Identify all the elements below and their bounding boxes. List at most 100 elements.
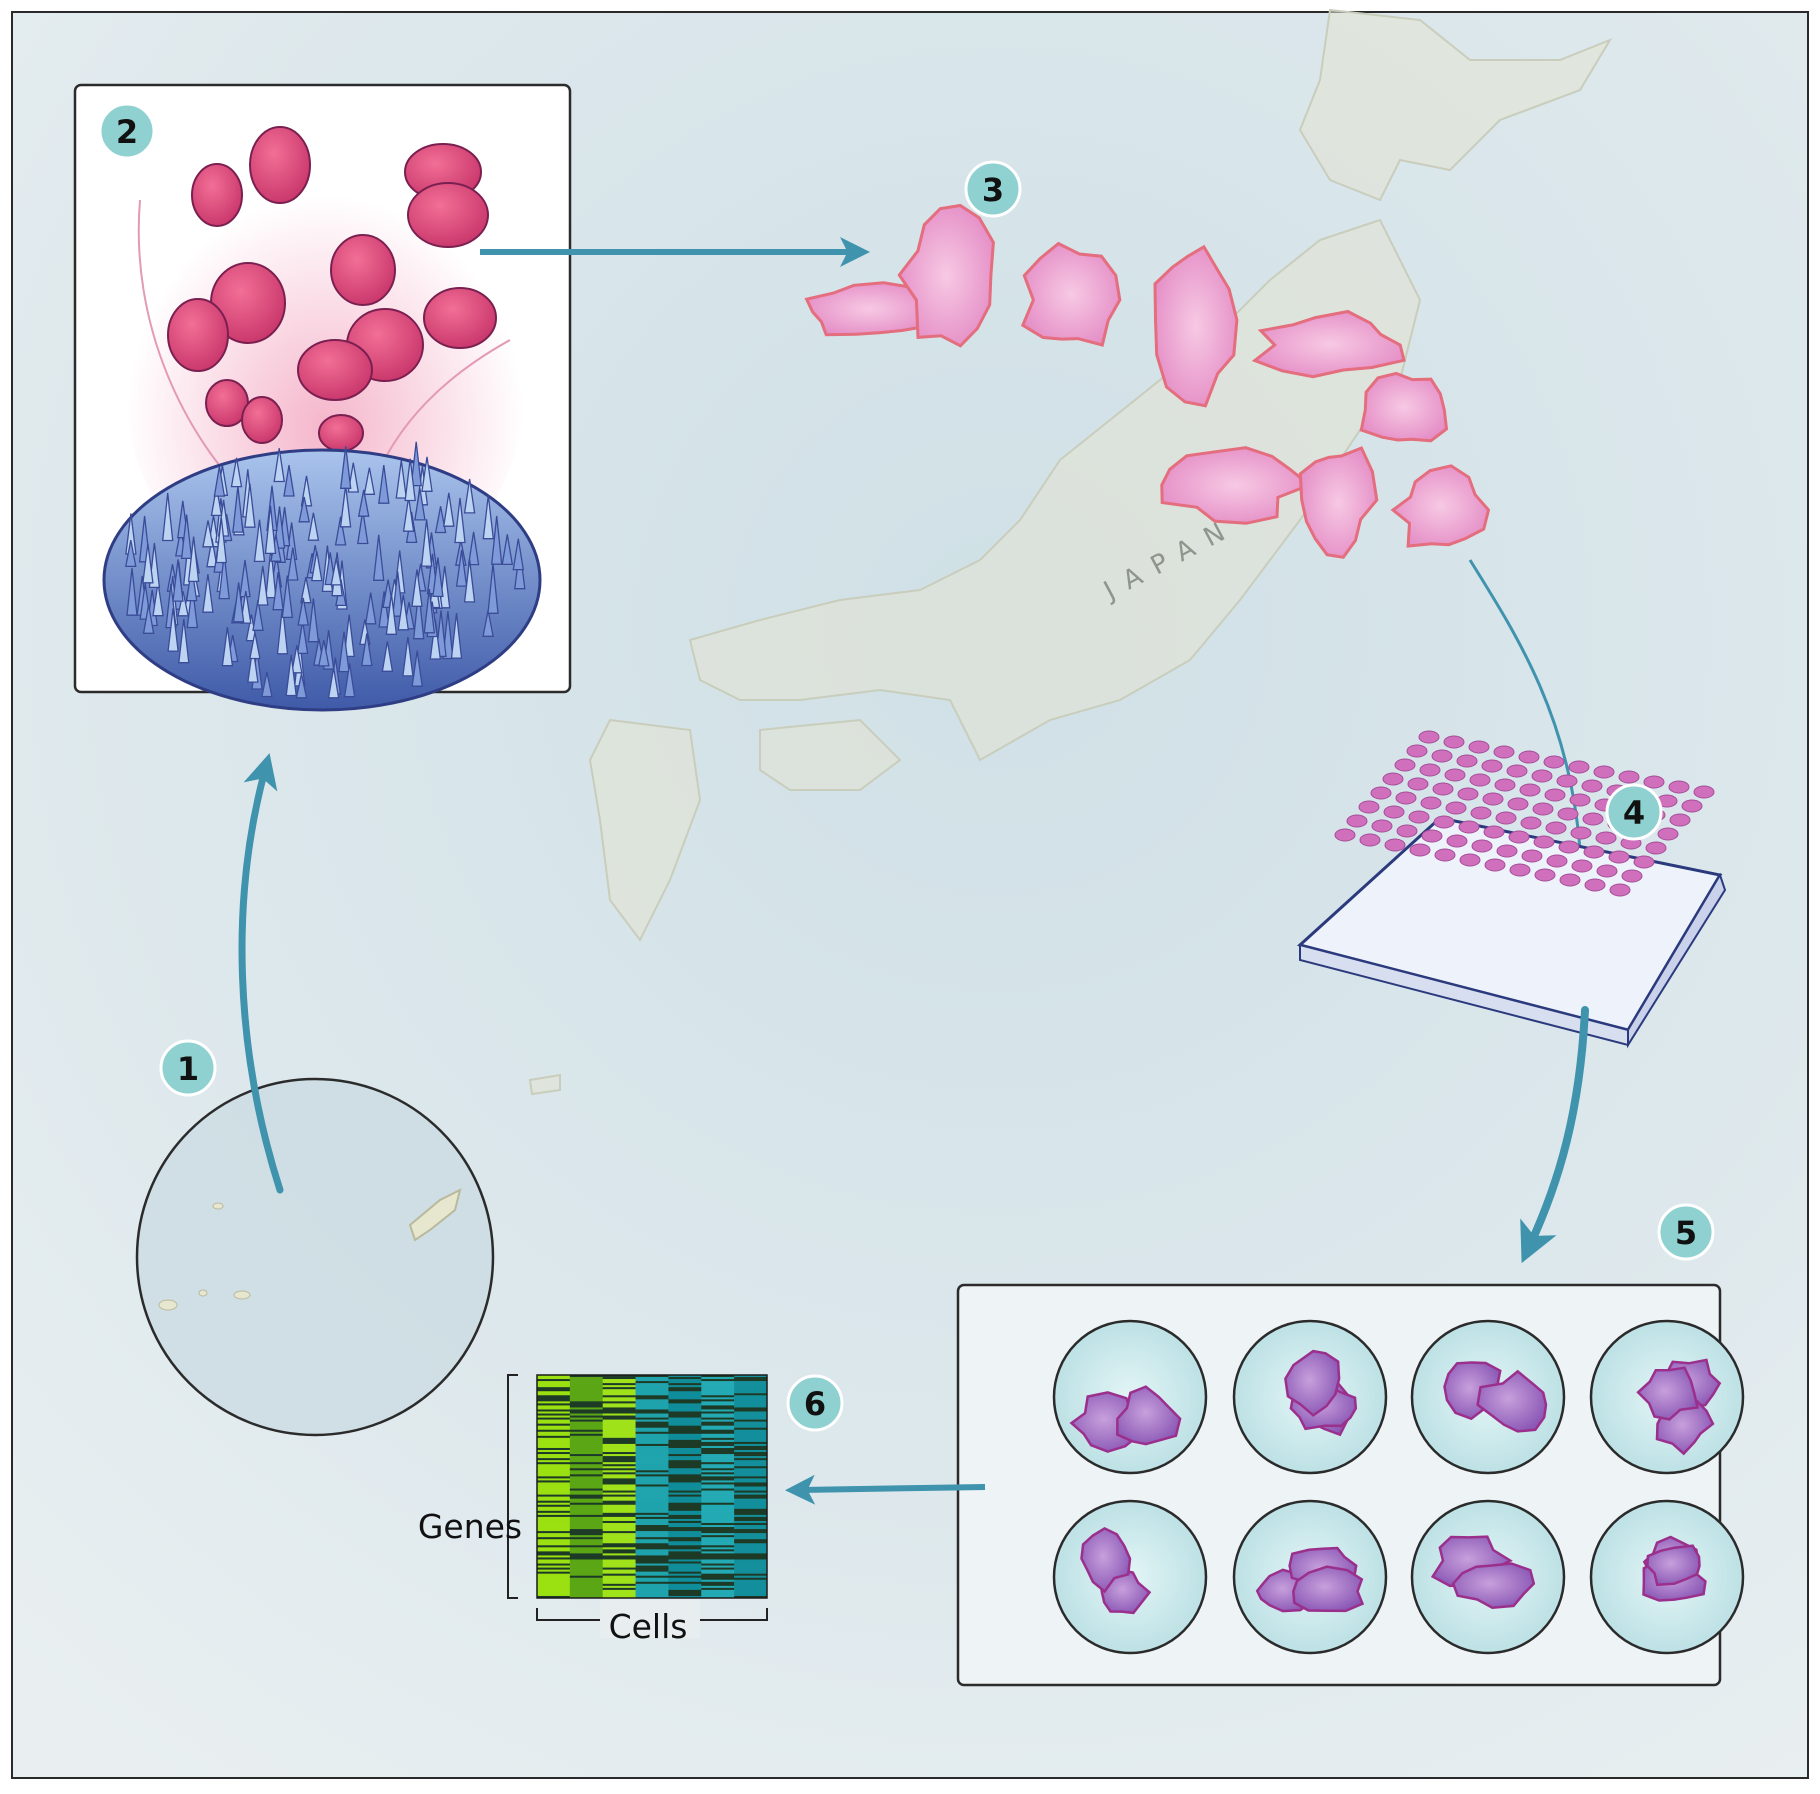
- heatmap-cell: [569, 1575, 604, 1579]
- heatmap-cell: [537, 1450, 571, 1453]
- heatmap-cell: [569, 1395, 604, 1398]
- heatmap-cell: [635, 1488, 669, 1491]
- heatmap-cell: [734, 1411, 768, 1414]
- heatmap-cell: [635, 1516, 669, 1520]
- heatmap-cell: [602, 1421, 636, 1424]
- coral-branch: [432, 557, 444, 598]
- heatmap-cell: [602, 1476, 636, 1479]
- coral-branch: [167, 608, 179, 652]
- heatmap-cell: [602, 1379, 636, 1382]
- heatmap-cell: [701, 1474, 735, 1477]
- heatmap-cell: [602, 1401, 636, 1404]
- well: [1595, 831, 1617, 845]
- well: [1581, 779, 1603, 793]
- heatmap-cell: [701, 1484, 735, 1487]
- heatmap-cell: [668, 1476, 702, 1479]
- heatmap-cell: [734, 1375, 768, 1378]
- coral-branch: [372, 534, 385, 581]
- well: [1621, 869, 1643, 883]
- coral-branch: [281, 575, 294, 619]
- heatmap-cell: [569, 1506, 604, 1510]
- heatmap-cell: [569, 1525, 604, 1528]
- step-number: 4: [1623, 794, 1645, 832]
- coral-branch: [218, 554, 230, 600]
- well: [1508, 830, 1530, 844]
- heatmap-cell: [602, 1516, 636, 1520]
- well: [1693, 785, 1715, 799]
- coral-branch: [276, 606, 289, 655]
- well: [1495, 811, 1517, 825]
- heatmap-cell: [668, 1498, 702, 1501]
- gamete-bundle: [318, 414, 364, 452]
- heatmap-cell: [668, 1407, 702, 1410]
- heatmap-cell: [602, 1393, 636, 1396]
- heatmap-cell: [734, 1494, 768, 1497]
- heatmap-cell: [635, 1456, 669, 1459]
- heatmap-cell: [701, 1439, 735, 1443]
- heatmap-cell: [668, 1494, 702, 1497]
- plate-side-right: [1627, 872, 1727, 1049]
- coral-branch: [378, 591, 390, 628]
- heatmap-cell: [569, 1488, 604, 1491]
- heatmap-cell: [569, 1561, 604, 1564]
- cell-well-4: [1589, 1319, 1745, 1475]
- heatmap-cell: [537, 1553, 571, 1556]
- heatmap-cell: [635, 1452, 669, 1455]
- heatmap-cell: [569, 1385, 604, 1388]
- heatmap-cell: [701, 1393, 735, 1396]
- heatmap-cell: [668, 1433, 702, 1437]
- map-shikoku: [759, 718, 902, 791]
- heatmap-cell: [668, 1417, 702, 1420]
- heatmap-cell: [701, 1539, 735, 1542]
- heatmap-cell: [635, 1417, 669, 1420]
- heatmap-cell: [734, 1543, 768, 1546]
- heatmap-cell: [668, 1573, 702, 1576]
- heatmap-cell: [668, 1527, 702, 1530]
- heatmap-cell: [569, 1492, 604, 1495]
- heatmap-cell: [602, 1470, 636, 1473]
- heatmap-cell: [668, 1474, 702, 1477]
- gamete-bundle: [167, 298, 229, 372]
- single-cell: [1476, 1369, 1548, 1433]
- heatmap-cell: [668, 1522, 702, 1526]
- heatmap-cell: [734, 1480, 768, 1483]
- heatmap-cell: [602, 1433, 636, 1437]
- heatmap-cell: [635, 1541, 669, 1544]
- heatmap-cell: [701, 1531, 735, 1534]
- heatmap-cell: [701, 1563, 735, 1566]
- heatmap-cell: [635, 1395, 669, 1398]
- heatmap-cell: [537, 1431, 571, 1435]
- heatmap-cell: [701, 1383, 735, 1386]
- heatmap-cell: [734, 1429, 768, 1433]
- heatmap-cell: [701, 1385, 735, 1388]
- heatmap-cell: [602, 1553, 636, 1556]
- heatmap-cell: [734, 1435, 768, 1439]
- heatmap-cell: [701, 1520, 735, 1524]
- heatmap-cell: [668, 1533, 702, 1536]
- heatmap-cell: [569, 1543, 604, 1546]
- heatmap-cell: [569, 1565, 604, 1568]
- heatmap-cell: [635, 1498, 669, 1501]
- heatmap-cell: [635, 1496, 669, 1499]
- heatmap-cell: [734, 1484, 768, 1487]
- heatmap-cell: [701, 1445, 735, 1449]
- heatmap-cell: [734, 1539, 768, 1542]
- step-2-panel: [73, 83, 572, 712]
- heatmap-cell: [668, 1470, 702, 1473]
- heatmap-cell: [635, 1486, 669, 1489]
- heatmap-cell: [701, 1466, 735, 1469]
- heatmap-cell: [734, 1456, 768, 1459]
- heatmap-cell: [537, 1395, 571, 1398]
- heatmap-cell: [602, 1573, 636, 1576]
- well: [1407, 777, 1429, 791]
- heatmap-cell: [668, 1391, 702, 1394]
- heatmap-cell: [569, 1567, 604, 1570]
- heatmap-cell: [569, 1533, 604, 1536]
- heatmap-cell: [668, 1500, 702, 1504]
- heatmap-cell: [734, 1553, 768, 1556]
- heatmap-cell: [701, 1551, 735, 1554]
- heatmap-cell: [635, 1474, 669, 1477]
- heatmap-cell: [734, 1545, 768, 1548]
- heatmap-cell: [668, 1460, 702, 1463]
- heatmap-cell: [701, 1569, 735, 1572]
